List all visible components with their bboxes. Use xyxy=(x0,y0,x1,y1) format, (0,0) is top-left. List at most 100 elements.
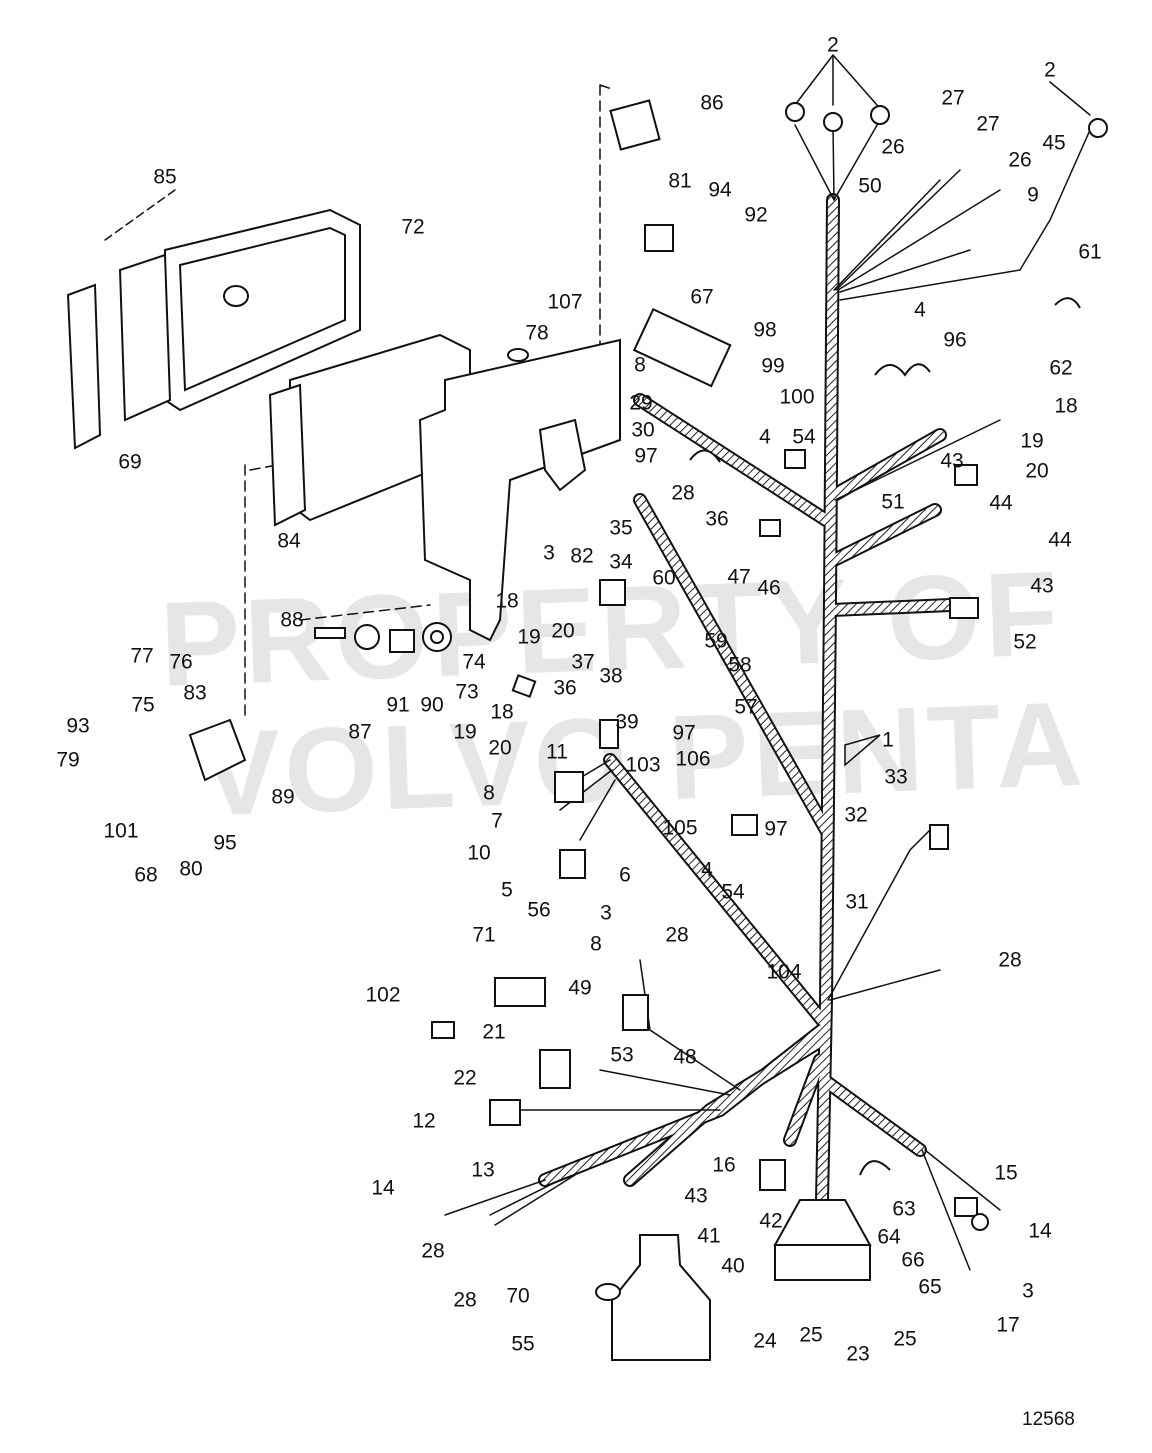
callout-number: 20 xyxy=(488,736,512,760)
callout-number: 52 xyxy=(1013,630,1037,654)
callout-number: 71 xyxy=(472,923,496,947)
callout-number: 44 xyxy=(1048,528,1072,552)
callout-number: 96 xyxy=(943,328,967,352)
callout-number: 23 xyxy=(846,1342,870,1366)
callout-number: 54 xyxy=(721,880,745,904)
callout-number: 11 xyxy=(546,740,568,764)
callout-number: 97 xyxy=(672,721,696,745)
callout-number: 48 xyxy=(673,1045,697,1069)
callout-number: 13 xyxy=(471,1158,495,1182)
callout-number: 3 xyxy=(1022,1279,1034,1303)
callout-number: 78 xyxy=(525,321,549,345)
callout-number: 41 xyxy=(697,1224,721,1248)
callout-number: 4 xyxy=(701,858,713,882)
callout-number: 75 xyxy=(131,693,155,717)
callout-number: 66 xyxy=(901,1248,925,1272)
callout-number: 92 xyxy=(744,203,768,227)
callout-number: 65 xyxy=(918,1275,942,1299)
callout-number: 14 xyxy=(371,1176,395,1200)
callout-number: 88 xyxy=(280,608,304,632)
callout-number: 105 xyxy=(662,816,698,840)
callout-number: 51 xyxy=(881,490,905,514)
callout-number: 80 xyxy=(179,857,203,881)
callout-number: 25 xyxy=(799,1323,823,1347)
callout-number: 8 xyxy=(590,932,602,956)
callout-number: 27 xyxy=(976,112,1000,136)
callout-number: 76 xyxy=(169,650,193,674)
callout-number: 57 xyxy=(734,695,758,719)
callout-number: 18 xyxy=(490,700,514,724)
callout-number: 28 xyxy=(421,1239,445,1263)
callout-number: 36 xyxy=(553,676,577,700)
callout-number: 82 xyxy=(570,544,594,568)
callout-number: 3 xyxy=(600,901,612,925)
callout-number: 91 xyxy=(386,693,410,717)
callout-number: 28 xyxy=(453,1288,477,1312)
callout-number: 70 xyxy=(506,1284,530,1308)
callout-number: 33 xyxy=(884,765,908,789)
callout-number: 18 xyxy=(1054,394,1078,418)
callout-number: 43 xyxy=(1030,574,1054,598)
callout-number: 95 xyxy=(213,831,237,855)
callout-number: 106 xyxy=(675,747,711,771)
harness-branches xyxy=(104,54,1091,1271)
callout-number: 4 xyxy=(914,298,926,322)
callout-number: 68 xyxy=(134,863,158,887)
callout-number: 9 xyxy=(1027,183,1039,207)
callout-number: 97 xyxy=(764,817,788,841)
callout-number: 73 xyxy=(455,680,479,704)
callout-number: 67 xyxy=(690,285,714,309)
callout-number: 43 xyxy=(684,1184,708,1208)
callout-number: 64 xyxy=(877,1225,901,1249)
callout-number: 107 xyxy=(547,290,583,314)
callout-number: 2 xyxy=(827,33,839,57)
callout-number: 93 xyxy=(66,714,90,738)
callout-number: 38 xyxy=(599,664,623,688)
callout-number: 84 xyxy=(277,529,301,553)
callout-number: 56 xyxy=(527,898,551,922)
callout-number: 1 xyxy=(882,728,894,752)
callout-number: 26 xyxy=(881,135,905,159)
callout-number: 21 xyxy=(482,1020,506,1044)
callout-number: 59 xyxy=(704,629,728,653)
callout-number: 8 xyxy=(483,781,495,805)
callout-number: 94 xyxy=(708,178,732,202)
callout-number: 86 xyxy=(700,91,724,115)
callout-number: 61 xyxy=(1078,240,1102,264)
callout-number: 103 xyxy=(625,753,661,777)
callout-number: 89 xyxy=(271,785,295,809)
callout-number: 7 xyxy=(491,809,503,833)
components xyxy=(66,99,1108,1361)
callout-number: 31 xyxy=(845,890,869,914)
callout-number: 28 xyxy=(998,948,1022,972)
callout-number: 40 xyxy=(721,1254,745,1278)
callout-number: 24 xyxy=(753,1329,777,1353)
callout-number: 47 xyxy=(727,565,751,589)
callout-number: 49 xyxy=(568,976,592,1000)
callout-number: 6 xyxy=(619,863,631,887)
callout-number: 39 xyxy=(615,710,639,734)
callout-number: 12 xyxy=(412,1109,436,1133)
callout-number: 79 xyxy=(56,748,80,772)
figure-number: 12568 xyxy=(1022,1409,1075,1430)
callout-number: 42 xyxy=(759,1209,783,1233)
callout-number: 83 xyxy=(183,681,207,705)
callout-number: 53 xyxy=(610,1043,634,1067)
callout-number: 18 xyxy=(495,589,519,613)
callout-number: 100 xyxy=(779,385,815,409)
callout-number: 22 xyxy=(453,1066,477,1090)
callout-number: 2 xyxy=(1044,58,1056,82)
callout-number: 37 xyxy=(571,650,595,674)
callout-number: 60 xyxy=(652,566,676,590)
callout-number: 97 xyxy=(634,444,658,468)
callout-number: 102 xyxy=(365,983,401,1007)
callout-number: 72 xyxy=(401,215,425,239)
callout-number: 27 xyxy=(941,86,965,110)
callout-number: 69 xyxy=(118,450,142,474)
callout-number: 19 xyxy=(517,625,541,649)
callout-number: 43 xyxy=(940,449,964,473)
callout-number: 81 xyxy=(668,169,692,193)
callout-number: 8 xyxy=(634,353,646,377)
